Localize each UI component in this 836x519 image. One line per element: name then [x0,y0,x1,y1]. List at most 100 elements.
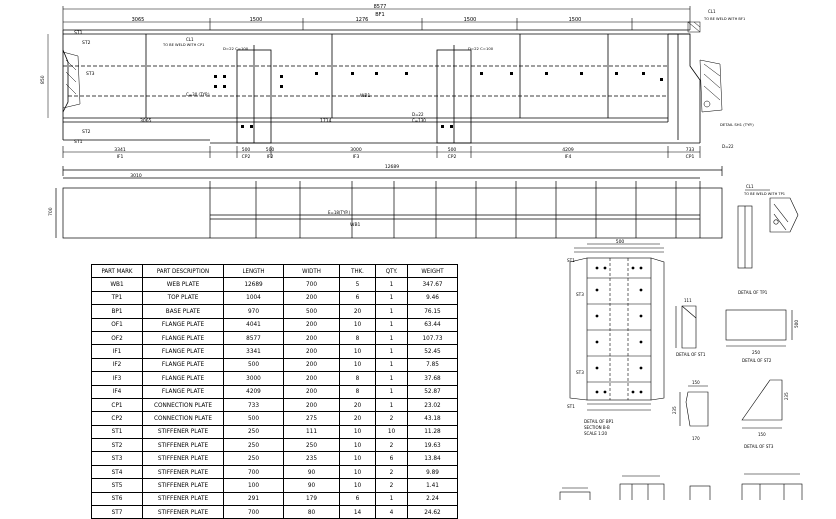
cell-thickness: 5 [339,277,376,292]
detail-sh1: DETAIL SH1 (TYP.) [720,122,754,127]
web-elevation [55,166,723,239]
bottom-details-partial [559,473,803,503]
lf-seg-4-len: 3000 [350,147,362,153]
header-part-mark: PART MARK [91,263,143,279]
header-weight: WEIGHT [407,263,458,279]
cell-length: 100 [223,478,284,493]
cell-width: 250 [283,438,340,453]
st1-width: 111 [684,298,692,303]
cell-quantity: 1 [375,344,408,359]
cell-thickness: 10 [339,317,376,332]
cell-width: 200 [283,317,340,332]
d-label-mid: D=22 [412,112,424,117]
cell-weight: 52.45 [407,344,458,359]
cell-weight: 347.67 [407,277,458,292]
cell-thickness: 10 [339,357,376,373]
cell-width: 90 [283,464,340,480]
cell-quantity: 2 [375,411,408,426]
lf-seg-6-mark: IF4 [565,154,572,160]
sub-dim-1: 3065 [132,17,145,23]
bp1-st3-b: ST3 [576,370,584,375]
seg-1714: 1714 [320,118,332,124]
overall-length-dim: 8577 [374,4,387,10]
cell-weight: 9.46 [407,290,458,306]
cell-length: 700 [223,505,284,519]
detail-st1-label: DETAIL OF ST1 [676,352,706,357]
detail-bp1 [569,243,665,411]
cell-length: 3341 [223,344,284,359]
parts-table: PART MARK PART DESCRIPTION LENGTH WIDTH … [91,263,458,519]
cell-part-mark: TP1 [91,290,143,306]
lf-seg-1-mark: IF1 [117,154,124,160]
st3-width-a: 150 [692,380,700,385]
cell-part-mark: OF2 [91,330,143,346]
cell-quantity: 2 [375,464,408,480]
cell-description: FLANGE PLATE [142,384,224,399]
cell-description: STIFFENER PLATE [142,424,224,440]
callout-st2-bottom: ST2 [82,129,91,135]
cell-part-mark: IF4 [91,384,143,399]
lf-seg-5-mark: CP2 [448,154,457,160]
cell-description: CONNECTION PLATE [142,397,224,413]
cell-description: STIFFENER PLATE [142,505,224,519]
height-dim-left: 850 [40,75,46,84]
cell-part-mark: CP1 [91,397,143,413]
st3-dim-170: 170 [692,436,700,441]
bp1-st1: ST1 [567,258,575,263]
bp1-st1-bottom: ST1 [567,404,575,409]
cell-part-mark: ST4 [91,464,143,480]
lower-dimension-string [62,146,701,158]
header-quantity: QTY. [375,263,408,279]
cell-width: 200 [283,371,340,386]
cell-description: STIFFENER PLATE [142,438,224,453]
detail-tp1-label: DETAIL OF TP1 [738,290,768,295]
detail-bp1-scale: SCALE 1:20 [584,431,608,436]
header-length: LENGTH [223,263,284,279]
st3-height-b: 235 [784,392,789,400]
cell-width: 179 [283,491,340,507]
sub-dim-5: 1500 [569,17,582,23]
callout-st2-top: ST2 [82,40,91,46]
cell-thickness: 10 [339,478,376,493]
overall-length-mark: BF1 [375,12,385,18]
cell-weight: 9.89 [407,464,458,480]
cell-length: 733 [223,397,284,413]
sub-dim-4: 1500 [464,17,477,23]
cell-weight: 52.87 [407,384,458,399]
cell-part-mark: OF1 [91,317,143,332]
cell-part-mark: ST2 [91,438,143,453]
cell-thickness: 10 [339,451,376,466]
seg-3065: 3065 [140,118,152,124]
cell-quantity: 1 [375,277,408,292]
cell-width: 200 [283,397,340,413]
cell-description: STIFFENER PLATE [142,478,224,493]
lf-seg-2-len: 500 [242,147,251,153]
left-end-detail [47,34,81,118]
cell-length: 1004 [223,290,284,306]
cell-weight: 19.63 [407,438,458,453]
cell-weight: 13.84 [407,451,458,466]
weld-note-tp1: TO BE WELD WITH TP1 [743,192,785,196]
cell-width: 200 [283,344,340,359]
cell-length: 700 [223,464,284,480]
d-label-right: D=22 [722,144,734,149]
cell-description: FLANGE PLATE [142,330,224,346]
cell-length: 500 [223,357,284,373]
cell-length: 12689 [223,277,284,292]
detail-st1 [675,305,697,349]
lf-seg-7-mark: CP1 [686,154,695,160]
cell-width: 200 [283,384,340,399]
detail-st3 [679,379,783,429]
cell-weight: 37.68 [407,371,458,386]
cell-quantity: 1 [375,317,408,332]
